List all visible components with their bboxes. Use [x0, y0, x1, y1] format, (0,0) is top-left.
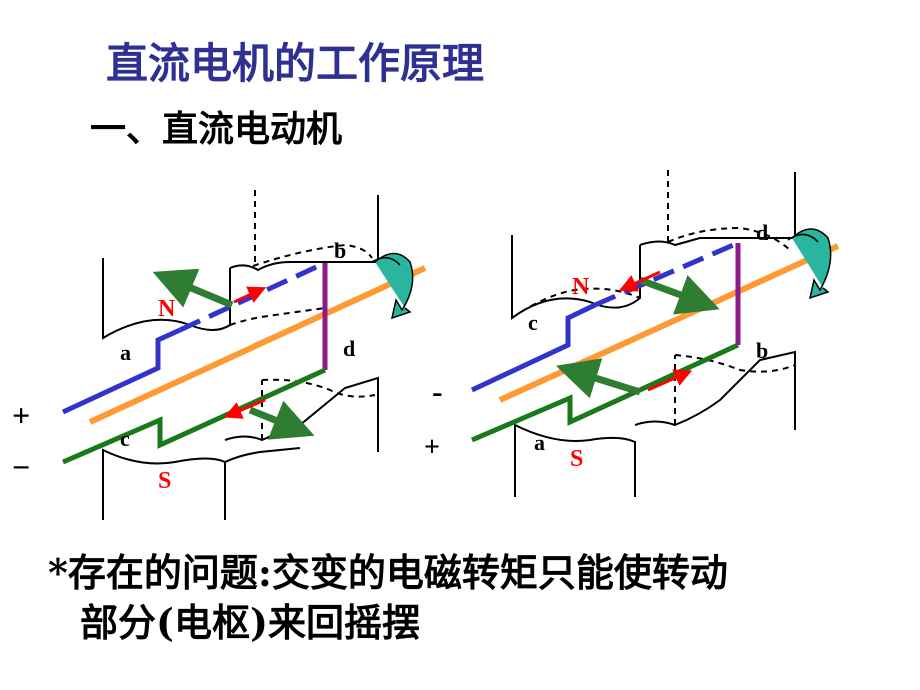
left-pole-s-label: S: [158, 468, 171, 494]
right-force-arrow-top: [638, 275, 720, 315]
right-current-arrow-bottom: [647, 369, 693, 392]
right-terminal-minus: -: [432, 373, 443, 409]
problem-note-line2: 部分(电枢)来回摇摆: [80, 600, 420, 645]
section-subtitle: 一、直流电动机: [90, 108, 343, 150]
left-terminal-minus: −: [12, 449, 30, 485]
left-force-arrow-bottom: [248, 400, 315, 440]
left-pole-n-label: N: [158, 296, 176, 322]
left-coil-label-b: b: [334, 238, 346, 263]
left-current-arrow-top: [233, 286, 267, 304]
right-force-arrow-bottom: [555, 358, 642, 399]
right-terminal-plus: +: [424, 432, 440, 463]
right-current-arrow-top: [618, 270, 661, 292]
left-shaft: [88, 265, 427, 425]
right-coil: [470, 240, 741, 443]
left-upper-pole: [102, 190, 379, 340]
page-title: 直流电机的工作原理: [106, 39, 485, 88]
right-coil-label-b: b: [756, 338, 768, 363]
right-lower-pole: [514, 350, 796, 497]
left-current-arrow-bottom: [223, 398, 266, 419]
left-rotation-arrow: [371, 252, 414, 320]
problem-note: *存在的问题:交变的电磁转矩只能使转动 部分(电枢)来回摇摆: [48, 548, 728, 648]
left-terminal-plus: +: [12, 397, 30, 433]
problem-note-line1: *存在的问题:交变的电磁转矩只能使转动: [48, 550, 728, 595]
right-coil-label-a: a: [534, 430, 545, 455]
left-coil-label-d: d: [343, 336, 355, 361]
left-coil-label-a: a: [120, 340, 131, 365]
right-pole-s-label: S: [570, 446, 583, 472]
right-coil-label-c: c: [528, 310, 538, 335]
left-motor: N S a b c d + −: [12, 190, 427, 520]
right-coil-label-d: d: [756, 220, 768, 245]
right-motor: N S a b c d - +: [424, 170, 840, 497]
right-pole-n-label: N: [572, 274, 590, 300]
left-force-arrow-top: [152, 268, 234, 309]
left-coil-label-c: c: [120, 426, 130, 451]
right-rotation-arrow: [787, 228, 832, 300]
right-upper-pole: [511, 170, 796, 320]
